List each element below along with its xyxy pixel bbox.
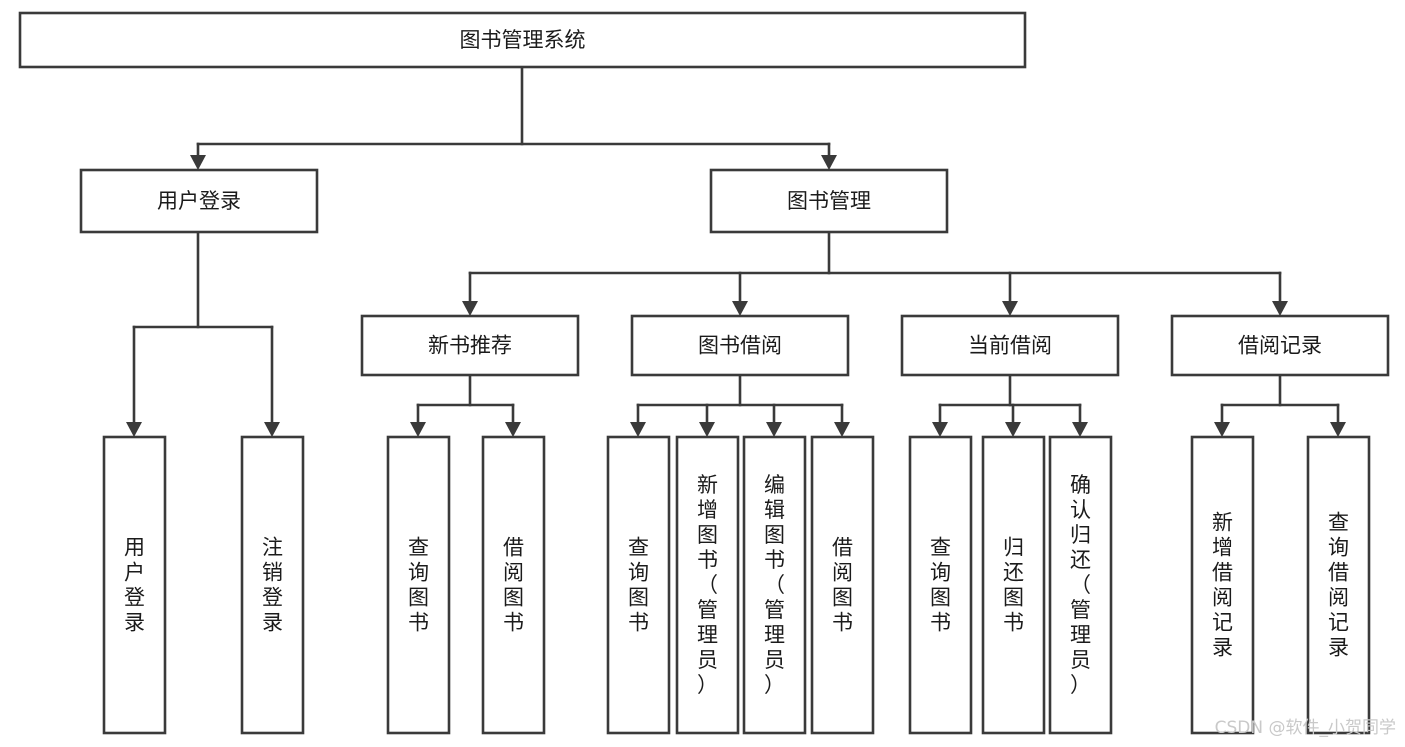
node-leaf-query-book-2[interactable]: 查询图书 bbox=[606, 435, 671, 735]
node-label-current-borrow: 当前借阅 bbox=[968, 334, 1052, 358]
node-book-borrow[interactable]: 图书借阅 bbox=[630, 314, 850, 377]
node-label-leaf-borrow-book-2: 借阅图书 bbox=[832, 536, 853, 635]
conn-l3-2-arrow-1 bbox=[1005, 422, 1021, 437]
node-book-manage[interactable]: 图书管理 bbox=[709, 168, 949, 234]
node-box-leaf-borrow-book-2[interactable] bbox=[810, 435, 875, 735]
node-label-leaf-add-book: 新增图书（管理员） bbox=[697, 473, 718, 697]
node-leaf-borrow-book-2[interactable]: 借阅图书 bbox=[810, 435, 875, 735]
node-box-leaf-logout[interactable] bbox=[240, 435, 305, 735]
node-box-book-borrow[interactable] bbox=[630, 314, 850, 377]
node-box-leaf-borrow-book-1[interactable] bbox=[481, 435, 546, 735]
node-new-book-recommend[interactable]: 新书推荐 bbox=[360, 314, 580, 377]
node-box-root[interactable] bbox=[18, 11, 1027, 69]
node-box-leaf-return-book[interactable] bbox=[981, 435, 1046, 735]
conn-l3-1-arrow-3 bbox=[834, 422, 850, 437]
node-leaf-query-book-1[interactable]: 查询图书 bbox=[386, 435, 451, 735]
node-label-leaf-borrow-book-1: 借阅图书 bbox=[503, 536, 524, 635]
conn-l3-0-arrow-1 bbox=[505, 422, 521, 437]
conn-l3-0-arrow-0 bbox=[410, 422, 426, 437]
node-label-book-borrow: 图书借阅 bbox=[698, 334, 782, 358]
node-current-borrow[interactable]: 当前借阅 bbox=[900, 314, 1120, 377]
node-leaf-borrow-book-1[interactable]: 借阅图书 bbox=[481, 435, 546, 735]
node-leaf-add-book[interactable]: 新增图书（管理员） bbox=[675, 435, 740, 735]
conn-root-arrow-1 bbox=[821, 155, 837, 170]
node-label-borrow-record: 借阅记录 bbox=[1238, 334, 1322, 358]
conn-userlogin-arrow-1 bbox=[264, 422, 280, 437]
node-box-current-borrow[interactable] bbox=[900, 314, 1120, 377]
node-box-new-book-recommend[interactable] bbox=[360, 314, 580, 377]
conn-l3-3-arrow-1 bbox=[1330, 422, 1346, 437]
node-box-leaf-add-record[interactable] bbox=[1190, 435, 1255, 735]
node-leaf-return-book[interactable]: 归还图书 bbox=[981, 435, 1046, 735]
node-label-leaf-logout: 注销登录 bbox=[262, 536, 283, 635]
node-box-user-login[interactable] bbox=[79, 168, 319, 234]
node-box-leaf-add-book[interactable] bbox=[675, 435, 740, 735]
node-label-leaf-confirm-return: 确认归还（管理员） bbox=[1070, 473, 1091, 697]
conn-bookmanage-arrow-1 bbox=[732, 301, 748, 316]
node-user-login[interactable]: 用户登录 bbox=[79, 168, 319, 234]
node-label-leaf-query-book-1: 查询图书 bbox=[408, 536, 429, 635]
conn-l3-1-arrow-0 bbox=[630, 422, 646, 437]
node-label-leaf-add-record: 新增借阅记录 bbox=[1212, 511, 1233, 660]
node-box-leaf-query-book-3[interactable] bbox=[908, 435, 973, 735]
conn-userlogin-arrow-0 bbox=[126, 422, 142, 437]
node-box-book-manage[interactable] bbox=[709, 168, 949, 234]
node-leaf-confirm-return[interactable]: 确认归还（管理员） bbox=[1048, 435, 1113, 735]
csdn-watermark: CSDN @软件_小贺同学 bbox=[1215, 718, 1396, 738]
node-box-leaf-query-record[interactable] bbox=[1306, 435, 1371, 735]
conn-bookmanage-arrow-0 bbox=[462, 301, 478, 316]
conn-l3-2-arrow-2 bbox=[1072, 422, 1088, 437]
node-label-root: 图书管理系统 bbox=[460, 28, 586, 52]
node-root[interactable]: 图书管理系统 bbox=[18, 11, 1027, 69]
node-box-leaf-query-book-2[interactable] bbox=[606, 435, 671, 735]
node-label-leaf-query-book-2: 查询图书 bbox=[628, 536, 649, 635]
node-label-leaf-query-record: 查询借阅记录 bbox=[1328, 511, 1349, 660]
node-box-leaf-query-book-1[interactable] bbox=[386, 435, 451, 735]
conn-bookmanage-arrow-2 bbox=[1002, 301, 1018, 316]
connector-layer bbox=[126, 65, 1346, 437]
node-label-leaf-edit-book: 编辑图书（管理员） bbox=[764, 473, 785, 697]
node-box-leaf-confirm-return[interactable] bbox=[1048, 435, 1113, 735]
conn-l3-2-arrow-0 bbox=[932, 422, 948, 437]
node-box-leaf-edit-book[interactable] bbox=[742, 435, 807, 735]
conn-root-arrow-0 bbox=[190, 155, 206, 170]
node-label-user-login: 用户登录 bbox=[157, 189, 241, 213]
node-box-leaf-user-login[interactable] bbox=[102, 435, 167, 735]
node-layer: 图书管理系统用户登录图书管理新书推荐图书借阅当前借阅借阅记录用户登录注销登录查询… bbox=[18, 11, 1390, 735]
node-label-leaf-return-book: 归还图书 bbox=[1003, 536, 1024, 635]
node-label-leaf-user-login: 用户登录 bbox=[124, 536, 145, 635]
node-leaf-user-login[interactable]: 用户登录 bbox=[102, 435, 167, 735]
node-label-leaf-query-book-3: 查询图书 bbox=[930, 536, 951, 635]
node-box-borrow-record[interactable] bbox=[1170, 314, 1390, 377]
node-leaf-query-record[interactable]: 查询借阅记录 bbox=[1306, 435, 1371, 735]
node-leaf-edit-book[interactable]: 编辑图书（管理员） bbox=[742, 435, 807, 735]
conn-l3-1-arrow-2 bbox=[766, 422, 782, 437]
conn-l3-3-arrow-0 bbox=[1214, 422, 1230, 437]
node-label-book-manage: 图书管理 bbox=[787, 189, 871, 213]
node-label-new-book-recommend: 新书推荐 bbox=[428, 334, 512, 358]
node-leaf-query-book-3[interactable]: 查询图书 bbox=[908, 435, 973, 735]
conn-l3-1-arrow-1 bbox=[699, 422, 715, 437]
node-leaf-logout[interactable]: 注销登录 bbox=[240, 435, 305, 735]
node-leaf-add-record[interactable]: 新增借阅记录 bbox=[1190, 435, 1255, 735]
conn-bookmanage-arrow-3 bbox=[1272, 301, 1288, 316]
node-borrow-record[interactable]: 借阅记录 bbox=[1170, 314, 1390, 377]
